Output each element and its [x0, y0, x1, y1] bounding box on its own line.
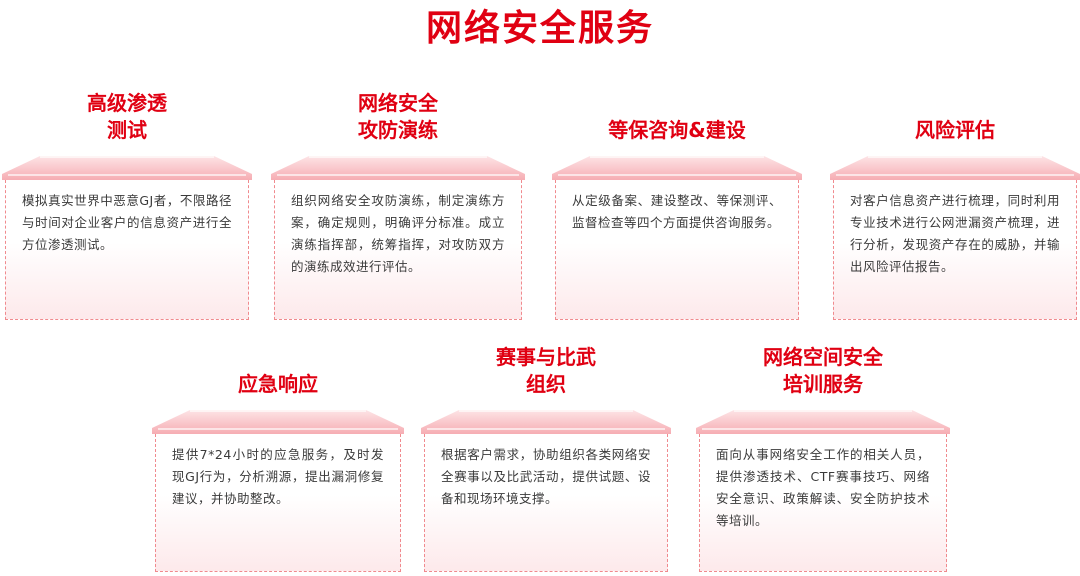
- service-card-description: 组织网络安全攻防演练，制定演练方案，确定规则，明确评分标准。成立演练指挥部，统筹…: [291, 193, 505, 274]
- service-card-body: 模拟真实世界中恶意GJ者，不限路径与时间对企业客户的信息资产进行全方位渗透测试。: [5, 180, 249, 320]
- page-title: 网络安全服务: [425, 8, 654, 49]
- card-cap-decoration: [696, 410, 950, 434]
- service-card-description: 模拟真实世界中恶意GJ者，不限路径与时间对企业客户的信息资产进行全方位渗透测试。: [22, 193, 232, 252]
- service-card-title: 风险评估: [830, 117, 1080, 144]
- service-card-title: 赛事与比武 组织: [421, 344, 671, 398]
- service-card-title-line: 组织: [526, 372, 566, 396]
- card-cap-decoration: [421, 410, 671, 434]
- service-card-title-line: 测试: [107, 118, 147, 142]
- service-card-penetration-test: 高级渗透 测试 模拟真实世界中恶意GJ者，不限路径与时间对企业客户的信息资产进行…: [2, 91, 252, 320]
- card-cap-decoration: [2, 156, 252, 180]
- service-card-title: 高级渗透 测试: [2, 90, 252, 144]
- service-card-title-line: 风险评估: [915, 118, 995, 142]
- service-card-title: 等保咨询&建设: [552, 117, 802, 144]
- service-card-title-line: 高级渗透: [87, 91, 167, 115]
- service-card-body: 根据客户需求，协助组织各类网络安全赛事以及比武活动，提供试题、设备和现场环境支撑…: [424, 434, 668, 572]
- service-card-title-line: 应急响应: [238, 372, 318, 396]
- service-card-description: 对客户信息资产进行梳理，同时利用专业技术进行公网泄漏资产梳理，进行分析，发现资产…: [850, 193, 1060, 274]
- service-card-attack-defense-drill: 网络安全 攻防演练 组织网络安全攻防演练，制定演练方案，确定规则，明确评分标准。…: [271, 91, 525, 320]
- service-card-body: 组织网络安全攻防演练，制定演练方案，确定规则，明确评分标准。成立演练指挥部，统筹…: [274, 180, 522, 320]
- service-card-description: 面向从事网络安全工作的相关人员，提供渗透技术、CTF赛事技巧、网络安全意识、政策…: [716, 447, 930, 528]
- service-card-security-training: 网络空间安全 培训服务 面向从事网络安全工作的相关人员，提供渗透技术、CTF赛事…: [696, 345, 950, 572]
- service-card-competition-organization: 赛事与比武 组织 根据客户需求，协助组织各类网络安全赛事以及比武活动，提供试题、…: [421, 345, 671, 572]
- service-card-emergency-response: 应急响应 提供7*24小时的应急服务，及时发现GJ行为，分析溯源，提出漏洞修复建…: [152, 372, 404, 572]
- service-card-classified-protection: 等保咨询&建设 从定级备案、建设整改、等保测评、监督检查等四个方面提供咨询服务。: [552, 118, 802, 320]
- service-card-title: 应急响应: [152, 371, 404, 398]
- service-card-title: 网络空间安全 培训服务: [696, 344, 950, 398]
- service-card-body: 对客户信息资产进行梳理，同时利用专业技术进行公网泄漏资产梳理，进行分析，发现资产…: [833, 180, 1077, 320]
- service-card-title: 网络安全 攻防演练: [271, 90, 525, 144]
- card-cap-decoration: [552, 156, 802, 180]
- service-card-description: 从定级备案、建设整改、等保测评、监督检查等四个方面提供咨询服务。: [572, 193, 782, 230]
- card-cap-decoration: [830, 156, 1080, 180]
- service-card-body: 从定级备案、建设整改、等保测评、监督检查等四个方面提供咨询服务。: [555, 180, 799, 320]
- service-card-title-line: 培训服务: [783, 372, 863, 396]
- service-card-title-line: 网络安全: [358, 91, 438, 115]
- service-card-body: 提供7*24小时的应急服务，及时发现GJ行为，分析溯源，提出漏洞修复建议，并协助…: [155, 434, 401, 572]
- service-card-risk-assessment: 风险评估 对客户信息资产进行梳理，同时利用专业技术进行公网泄漏资产梳理，进行分析…: [830, 118, 1080, 320]
- service-card-title-line: 攻防演练: [358, 118, 438, 142]
- service-card-title-line: 赛事与比武: [496, 345, 596, 369]
- service-card-title-line: 网络空间安全: [763, 345, 883, 369]
- service-card-title-line: 等保咨询&建设: [608, 118, 746, 142]
- service-card-body: 面向从事网络安全工作的相关人员，提供渗透技术、CTF赛事技巧、网络安全意识、政策…: [699, 434, 947, 572]
- card-cap-decoration: [152, 410, 404, 434]
- service-card-description: 提供7*24小时的应急服务，及时发现GJ行为，分析溯源，提出漏洞修复建议，并协助…: [172, 447, 384, 506]
- service-card-description: 根据客户需求，协助组织各类网络安全赛事以及比武活动，提供试题、设备和现场环境支撑…: [441, 447, 651, 506]
- card-cap-decoration: [271, 156, 525, 180]
